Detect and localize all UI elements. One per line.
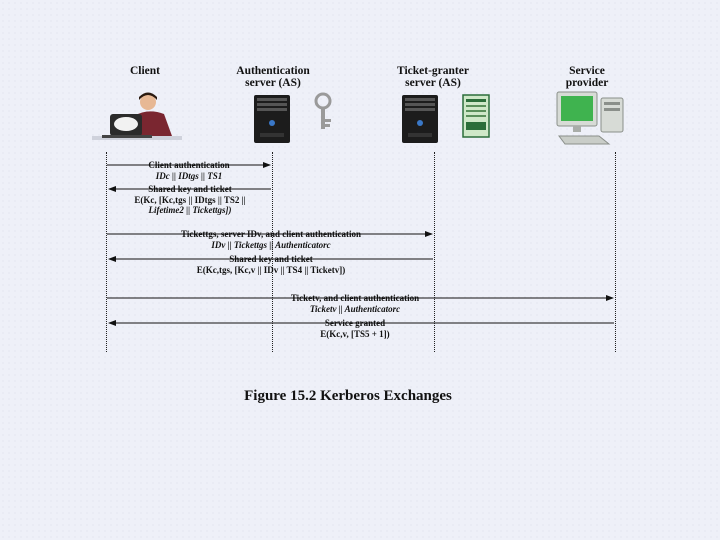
message-4-content: E(Kc,tgs, [Kc,v || IDv || TS4 || Ticketv… xyxy=(197,265,345,276)
message-6: Service granted E(Kc,v, [TS5 + 1]) xyxy=(320,318,389,339)
figure-caption: Figure 15.2 Kerberos Exchanges xyxy=(244,388,452,405)
message-6-content: E(Kc,v, [TS5 + 1]) xyxy=(320,329,389,340)
message-3-content: IDv || Tickettgs || Authenticatorc xyxy=(181,240,361,251)
message-2-content-a: E(Kc, [Kc,tgs || IDtgs || TS2 || xyxy=(134,195,245,206)
message-1-title: Client authentication xyxy=(148,160,229,171)
message-5-content: Ticketv || Authenticatorc xyxy=(291,304,419,315)
message-5: Ticketv, and client authentication Ticke… xyxy=(291,293,419,314)
message-4-title: Shared key and ticket xyxy=(197,254,345,265)
message-1-content: IDc || IDtgs || TS1 xyxy=(148,171,229,182)
message-6-title: Service granted xyxy=(320,318,389,329)
message-4: Shared key and ticket E(Kc,tgs, [Kc,v ||… xyxy=(197,254,345,275)
message-2-content-b: Lifetime2 || Tickettgs]) xyxy=(134,205,245,216)
message-3: Tickettgs, server IDv, and client authen… xyxy=(181,229,361,250)
message-5-title: Ticketv, and client authentication xyxy=(291,293,419,304)
message-3-title: Tickettgs, server IDv, and client authen… xyxy=(181,229,361,240)
message-1: Client authentication IDc || IDtgs || TS… xyxy=(148,160,229,181)
message-2: Shared key and ticket E(Kc, [Kc,tgs || I… xyxy=(134,184,245,216)
message-2-title: Shared key and ticket xyxy=(134,184,245,195)
